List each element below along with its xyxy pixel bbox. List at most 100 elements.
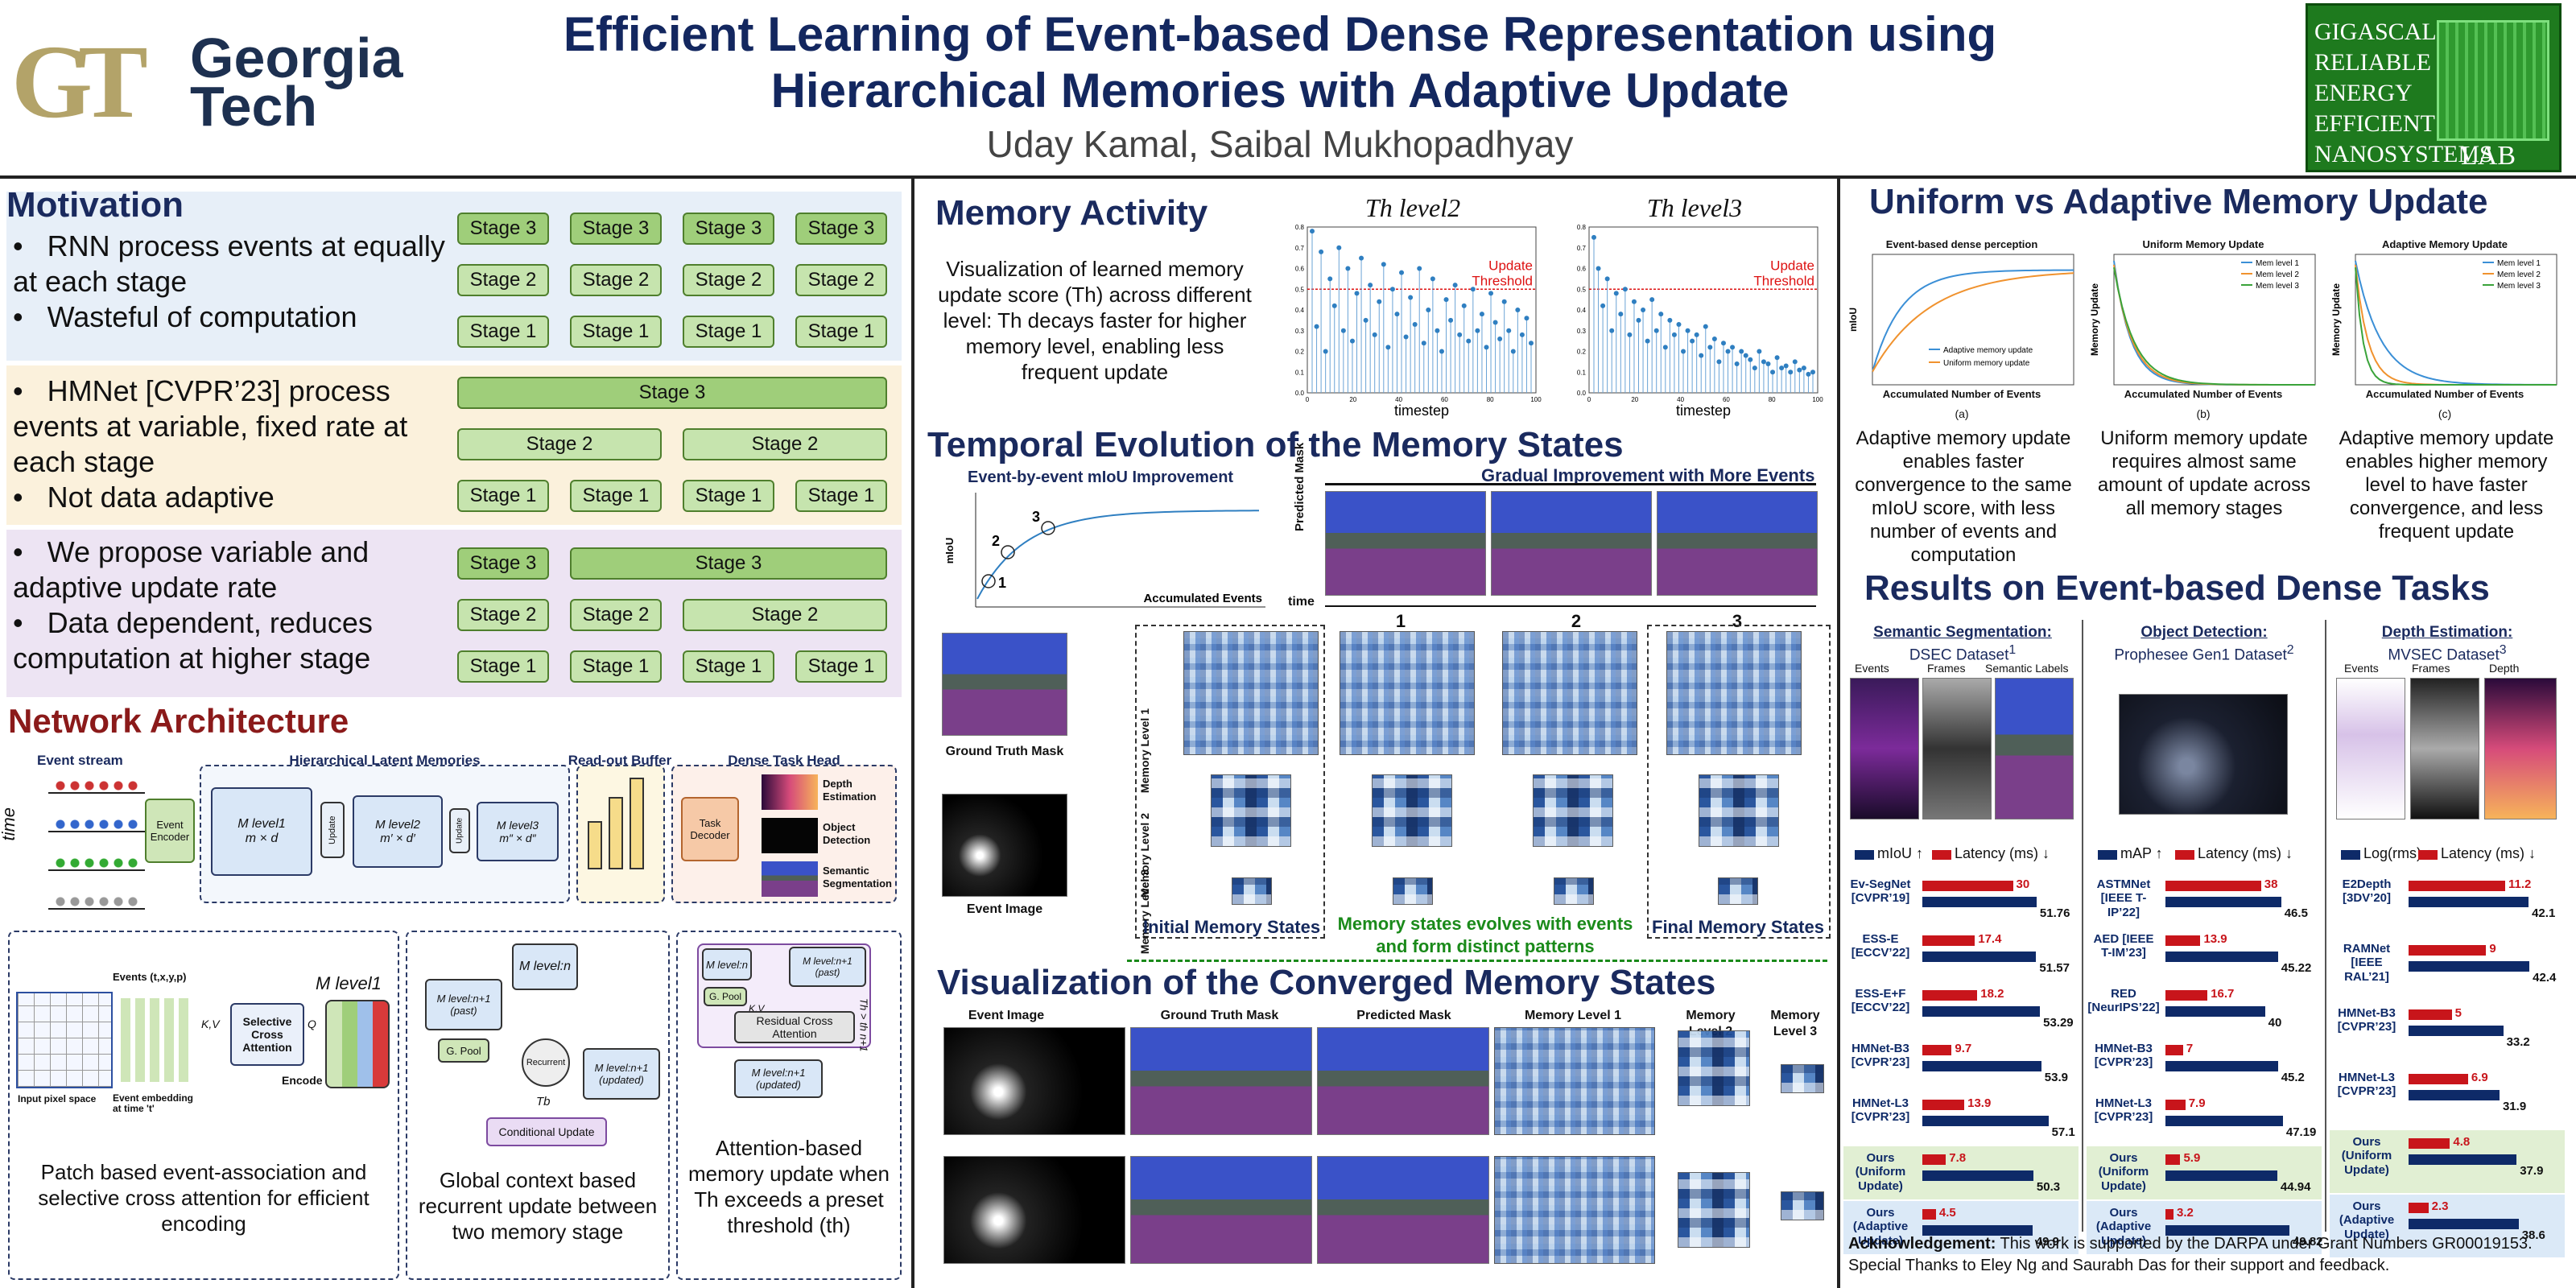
- detection-thumbnail: [762, 818, 818, 853]
- model-name: Ours (Adaptive Update): [1852, 1206, 1909, 1248]
- predicted-mask-2: [1491, 491, 1652, 596]
- data-point: [1412, 322, 1418, 328]
- latency-value: 13.9: [1967, 1096, 1992, 1110]
- model-name: Ev-SegNet [CVPR’19]: [1850, 877, 1911, 906]
- accuracy-bar: [2165, 1061, 2278, 1071]
- latency-value: 5.9: [2183, 1151, 2201, 1165]
- data-point: [1730, 345, 1736, 350]
- accuracy-value: 33.2: [2506, 1035, 2530, 1049]
- accuracy-value: 45.2: [2281, 1071, 2305, 1084]
- data-point: [1752, 365, 1757, 371]
- data-point: [1690, 338, 1695, 344]
- model-name: HMNet-L3 [CVPR’23]: [1851, 1096, 1910, 1125]
- stage-2-box: Stage 2: [683, 264, 774, 296]
- latency-value: 5: [2454, 1006, 2462, 1020]
- stage-3-box: Stage 3: [795, 213, 887, 245]
- data-point: [1310, 229, 1315, 234]
- latency-value: 6.9: [2471, 1071, 2488, 1084]
- data-point: [1363, 317, 1368, 323]
- model-name: RAMNet [IEEE RAL’21]: [2343, 942, 2391, 984]
- latency-value: 4.8: [2453, 1135, 2471, 1149]
- results-divider-1: [2082, 620, 2083, 1232]
- plot-frame: [1307, 226, 1537, 394]
- de-header: Depth Estimation: MVSEC Dataset3: [2381, 624, 2513, 664]
- data-point: [1739, 349, 1744, 354]
- data-point: [1349, 338, 1355, 344]
- data-point: [1801, 365, 1806, 371]
- results-title: Results on Event-based Dense Tasks: [1864, 568, 2490, 608]
- data-point: [1748, 357, 1753, 362]
- accuracy-value: 57.1: [2051, 1125, 2075, 1139]
- accuracy-bar: [1922, 1225, 2033, 1236]
- data-point: [1765, 361, 1771, 366]
- chip-icon: [2437, 20, 2549, 141]
- latency-value: 9.7: [1955, 1042, 1972, 1055]
- data-point: [1417, 266, 1422, 271]
- accuracy-bar: [1922, 952, 2037, 962]
- ss-frames-thumb: [1922, 678, 1992, 819]
- gt-wordmark: Georgia Tech: [190, 27, 403, 138]
- legend-label: Adaptive memory update: [1943, 346, 2033, 355]
- converged-gt-2: [1130, 1156, 1312, 1264]
- ss-labels-thumb: [1995, 678, 2074, 819]
- data-point: [1681, 349, 1686, 354]
- marked-point: [981, 574, 996, 588]
- marked-point-label: 1: [998, 575, 1006, 591]
- memory-heatmap-l3: [1718, 877, 1758, 905]
- data-point: [1497, 336, 1503, 342]
- de-bar-chart: Log(rms) ↑Latency (ms) ↓E2Depth [3DV’20]…: [2330, 845, 2565, 1257]
- legend-label-red: Latency (ms) ↓: [1955, 845, 2050, 861]
- stage-1-box: Stage 1: [570, 480, 662, 512]
- stage-3-box: Stage 3: [457, 377, 887, 409]
- de-depth-thumb: [2484, 678, 2557, 819]
- model-name: Ours (Adaptive Update): [2339, 1199, 2395, 1241]
- data-point: [1694, 332, 1699, 337]
- x-tick-label: 40: [1677, 396, 1684, 403]
- event-image: [942, 794, 1067, 897]
- data-point: [1667, 317, 1673, 323]
- accuracy-value: 45.22: [2281, 961, 2312, 975]
- data-point: [1475, 328, 1480, 333]
- legend-swatch-blue: [1855, 850, 1874, 860]
- header-divider: [0, 175, 2576, 179]
- data-point: [1443, 297, 1449, 303]
- od-bar-chart: mAP ↑Latency (ms) ↓ASTMNet [IEEE T-IP’22…: [2087, 845, 2323, 1254]
- data-point: [1408, 295, 1414, 300]
- col-divider-1: [911, 179, 914, 1288]
- legend-label: Mem level 1: [2497, 259, 2541, 268]
- converged-gt-1: [1130, 1027, 1312, 1135]
- memory-heatmap-l3: [1554, 877, 1594, 905]
- data-point: [1676, 322, 1682, 328]
- update-box-1: Update: [320, 802, 345, 858]
- caption-b: Uniform memory update requires almost sa…: [2097, 427, 2311, 519]
- data-point: [1336, 245, 1342, 250]
- stage-1-box: Stage 1: [795, 650, 887, 683]
- encoder-detail-panel: [8, 931, 399, 1280]
- converged-title: Visualization of the Converged Memory St…: [937, 963, 1716, 1002]
- data-point: [1631, 299, 1637, 304]
- architecture-section: Network Architecture Event stream time E…: [0, 700, 908, 1288]
- accuracy-bar: [2165, 1225, 2289, 1236]
- data-point: [1716, 359, 1722, 365]
- data-point: [1649, 297, 1655, 303]
- threshold-label-2: Threshold: [1753, 273, 1814, 288]
- od-header: Object Detection: Prophesee Gen1 Dataset…: [2114, 624, 2294, 664]
- latency-value: 18.2: [1980, 987, 2004, 1001]
- legend-swatch-blue: [2098, 850, 2117, 860]
- curve: [2113, 267, 2316, 386]
- legend-label: Mem level 3: [2256, 282, 2299, 291]
- data-point: [1461, 303, 1467, 308]
- latency-bar: [1922, 881, 2013, 891]
- accuracy-bar: [2409, 961, 2530, 972]
- memory-activity-desc: Visualization of learned memory update s…: [938, 257, 1252, 384]
- depth-thumbnail: [762, 774, 818, 810]
- data-point: [1609, 328, 1615, 333]
- x-axis-label: timestep: [1676, 402, 1731, 419]
- data-point: [1331, 303, 1337, 308]
- converged-l2-2: [1678, 1172, 1750, 1248]
- accuracy-bar: [2409, 897, 2529, 907]
